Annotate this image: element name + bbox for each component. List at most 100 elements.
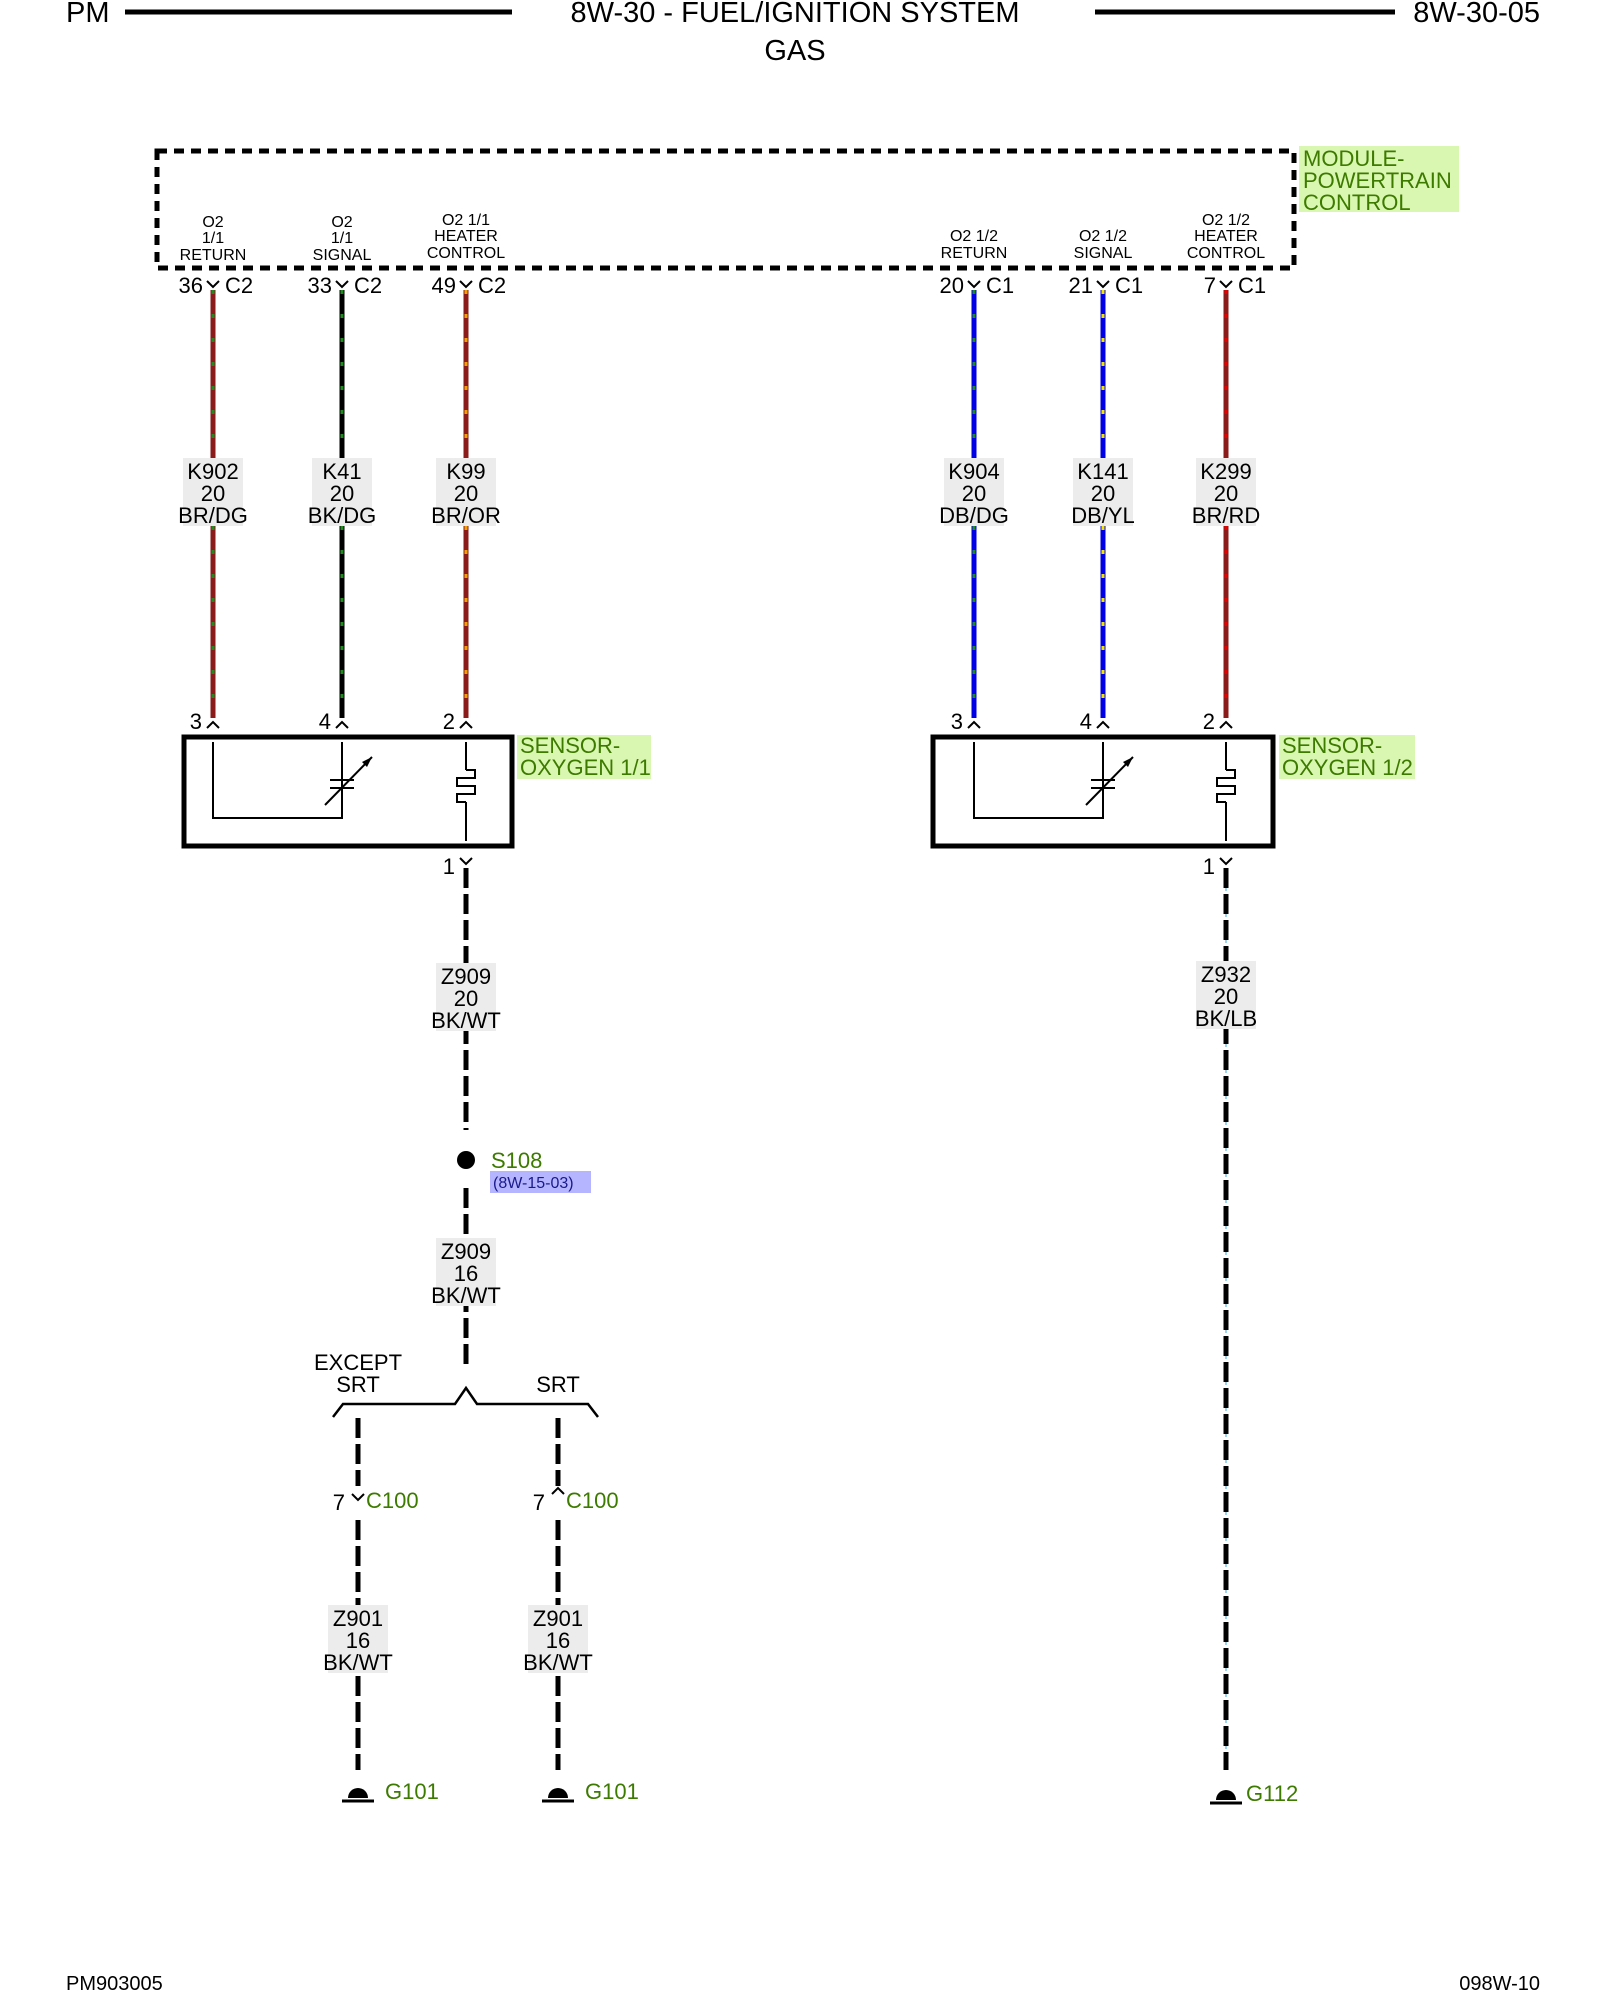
sensor-connector-chevron-icon	[967, 720, 981, 729]
sensor-body	[930, 734, 1276, 849]
wire-circuit: Z901	[533, 1606, 583, 1631]
pcm-pin-connector: C2	[225, 273, 253, 298]
wire-label-bg	[436, 1238, 496, 1306]
pcm-pin-label: O2	[331, 214, 352, 231]
pcm-connector-chevron-icon	[967, 280, 981, 289]
ground-id: G101	[385, 1779, 439, 1804]
ground-id: G101	[585, 1779, 639, 1804]
pcm-pin-number: 21	[1069, 273, 1093, 298]
pcm-module-label-bg	[1299, 146, 1459, 212]
c100-pin: 7	[333, 1490, 345, 1515]
c100-pin: 7	[533, 1490, 545, 1515]
pcm-module: MODULE- POWERTRAIN CONTROL	[154, 146, 1459, 271]
footer-left: PM903005	[66, 1973, 163, 1995]
sensor-name-2: OXYGEN 1/1	[520, 755, 651, 780]
pcm-pin-label: 1/1	[331, 230, 353, 247]
sensor-pin-number: 2	[443, 709, 455, 734]
sensor-pin-number: 1	[1203, 854, 1215, 879]
pcm-pin-connector: C1	[986, 273, 1014, 298]
wire-gauge: 20	[330, 481, 354, 506]
variable-resistor-arrow-icon	[1085, 756, 1134, 806]
sensor-connector-chevron-icon	[1219, 720, 1233, 729]
header-left: PM	[66, 0, 110, 29]
splice-ref-link[interactable]: (8W-15-03)	[493, 1175, 574, 1192]
wire-gauge: 16	[346, 1628, 370, 1653]
c100-connector: C100	[366, 1488, 419, 1513]
sensor-name-1: SENSOR-	[1282, 733, 1382, 758]
wire-labels: K902 20 BR/DG K41 20 BK/DG K99 20 BR/OR …	[178, 458, 1260, 528]
splice-dot	[457, 1151, 475, 1169]
pcm-pin-label: SIGNAL	[313, 247, 372, 264]
pcm-pin-labels: O2 1/1 RETURN O2 1/1 SIGNAL O2 1/1 HEATE…	[180, 212, 1266, 264]
wire-circuit: K904	[948, 459, 999, 484]
wire-circuit: Z901	[333, 1606, 383, 1631]
wire-circuit: Z909	[441, 964, 491, 989]
pcm-pin-connector: C1	[1115, 273, 1143, 298]
variable-resistor-arrowhead-icon	[362, 757, 372, 767]
pcm-pin-label: CONTROL	[427, 245, 505, 262]
wire-label-bg	[1073, 458, 1133, 526]
splice-ref-bg[interactable]	[490, 1171, 591, 1193]
variable-resistor-arrowhead-icon	[1123, 757, 1133, 767]
pcm-pin-connector: C2	[354, 273, 382, 298]
sensor-pin-number: 3	[951, 709, 963, 734]
wire-circuit: K141	[1077, 459, 1128, 484]
pcm-pin-number: 20	[940, 273, 964, 298]
sensor-internal-circuit	[973, 742, 1104, 819]
wire-label-bg	[436, 458, 496, 526]
sensor-ground-chevron-icon	[1219, 857, 1233, 866]
sensor-oxygen-1-2: SENSOR- OXYGEN 1/2 3 4 2 1	[930, 709, 1415, 879]
pcm-connector-chevron-icon	[1096, 280, 1110, 289]
pcm-module-name-2: POWERTRAIN	[1303, 168, 1452, 193]
pcm-pin-connector: C1	[1238, 273, 1266, 298]
wire-label-bg	[528, 1605, 588, 1673]
sensor-connector-chevron-icon	[335, 720, 349, 729]
wire-gauge: 16	[454, 1261, 478, 1286]
pcm-pin-numbers: 36 C2 33 C2 49 C2 20 C1 21 C1 7 C1	[179, 273, 1267, 298]
variable-resistor-arrow-icon	[324, 756, 373, 806]
sensor-pin-number: 1	[443, 854, 455, 879]
pcm-connector-chevron-icon	[206, 280, 220, 289]
sensor-name-2: OXYGEN 1/2	[1282, 755, 1413, 780]
pcm-connector-chevron-icon	[1219, 280, 1233, 289]
pcm-pin-label: HEATER	[1194, 228, 1258, 245]
pcm-pin-connector: C2	[478, 273, 506, 298]
wire-label-bg	[328, 1605, 388, 1673]
sensor-connector-chevron-icon	[1096, 720, 1110, 729]
pcm-pin-label: O2 1/2	[950, 228, 998, 245]
pcm-pin-number: 33	[308, 273, 332, 298]
wire-label-bg	[312, 458, 372, 526]
wire-label-bg	[1196, 961, 1256, 1029]
wire-color: BK/WT	[431, 1283, 501, 1308]
sensor-internal-circuit	[212, 742, 343, 819]
sensor-pin-number: 3	[190, 709, 202, 734]
splice-id: S108	[491, 1148, 542, 1173]
sensor-label-bg	[1279, 735, 1415, 779]
wire-circuit: Z932	[1201, 962, 1251, 987]
wire-circuit: Z909	[441, 1239, 491, 1264]
heater-element-icon	[456, 769, 476, 803]
wire-gauge: 20	[201, 481, 225, 506]
ground-id: G112	[1246, 1781, 1298, 1806]
header-title: 8W-30 - FUEL/IGNITION SYSTEM	[570, 0, 1019, 29]
sensor-label-bg	[517, 735, 651, 779]
wire-gauge: 20	[1214, 984, 1238, 1009]
c100-chevron-icon	[351, 1493, 365, 1502]
sensor-connector-chevron-icon	[206, 720, 220, 729]
pcm-pin-label: HEATER	[434, 228, 498, 245]
pcm-pin-label: RETURN	[941, 245, 1008, 262]
branch-label-srt-1: SRT	[336, 1372, 380, 1397]
sensor-pin-number: 4	[1080, 709, 1092, 734]
heater-element-icon	[1216, 769, 1236, 803]
wire-color: DB/YL	[1071, 503, 1135, 528]
wire-label-bg	[944, 458, 1004, 526]
sensor-pin-number: 2	[1203, 709, 1215, 734]
wire-gauge: 20	[1214, 481, 1238, 506]
ground-icon	[548, 1788, 568, 1798]
c100-connector: C100	[566, 1488, 619, 1513]
wire-gauge: 20	[454, 986, 478, 1011]
pcm-pin-label: SIGNAL	[1074, 245, 1133, 262]
wire-label-bg	[1196, 458, 1256, 526]
wire-color: BR/RD	[1192, 503, 1260, 528]
